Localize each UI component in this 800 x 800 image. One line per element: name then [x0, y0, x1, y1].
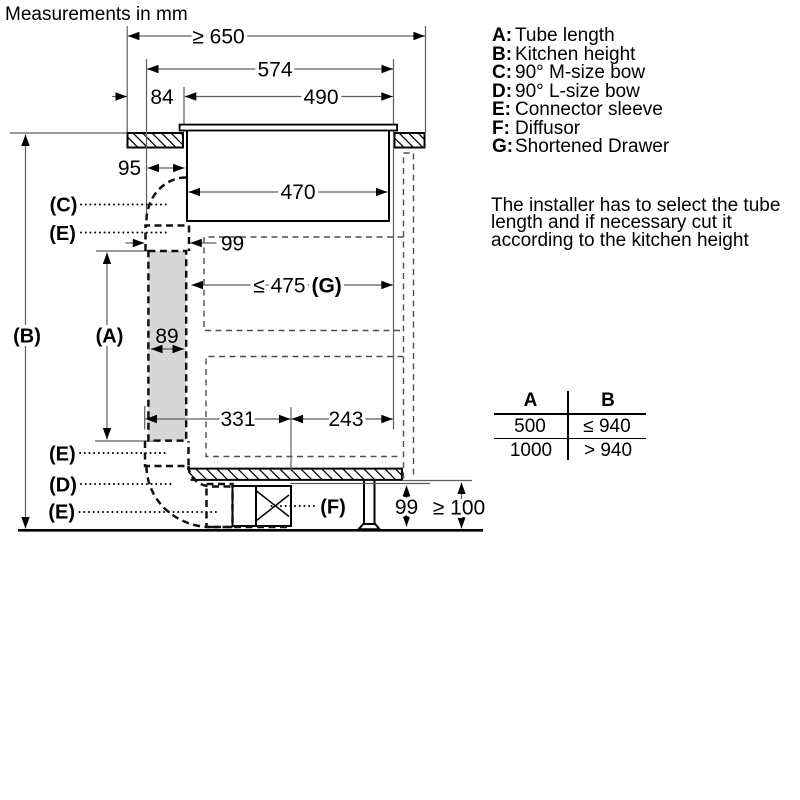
table-cell-b1: ≤ 940	[583, 416, 631, 438]
legend-label-g: Shortened Drawer	[515, 135, 670, 157]
dim-470: 470	[280, 181, 315, 204]
table-header-a: A	[523, 389, 538, 411]
cabinet-side-wall	[402, 152, 415, 479]
legend-key-a: A:	[492, 25, 513, 47]
m-size-bow	[145, 176, 187, 226]
dimension-lines	[24, 35, 463, 529]
legend-item-a: A:Tube length	[492, 25, 669, 47]
worktop-left-section	[126, 132, 184, 149]
label-f: (F)	[320, 497, 346, 519]
label-e1: (E)	[49, 223, 76, 245]
label-a: (A)	[96, 326, 124, 348]
legend: A:Tube length B:Kitchen height C:90° M-s…	[492, 25, 670, 157]
dimension-texts: ≥ 650 574 84 490 95 470 99 ≤ 475 (G) 89 …	[118, 22, 489, 523]
legend-label-f: Diffusor	[515, 117, 581, 139]
dim-100: ≥ 100	[433, 497, 485, 520]
connector-sleeve-top	[144, 224, 191, 251]
legend-item-e: E:Connector sleeve	[492, 99, 669, 121]
dimension-arrowheads	[21, 31, 466, 529]
hob-body	[186, 129, 390, 222]
worktop	[126, 132, 426, 149]
dim-99-bottom: 99	[395, 496, 418, 519]
component-labels: (C) (E) (B) (A) (E) (D) (E) (F)	[10, 194, 346, 524]
note-line-1: The installer has to select the tube	[491, 194, 781, 216]
shortened-drawer-zone	[203, 236, 404, 332]
table-divider	[567, 391, 569, 460]
table-header-b: B	[601, 389, 615, 411]
table-cell-a2: 1000	[509, 439, 553, 461]
dim-95: 95	[118, 157, 141, 180]
l-size-bow-outer	[145, 465, 212, 529]
legend-item-f: F:Diffusor	[492, 117, 669, 139]
dim-243: 243	[328, 408, 363, 431]
extension-lines	[10, 26, 472, 485]
legend-label-d: 90° L-size bow	[515, 80, 640, 102]
dim-99-top: 99	[221, 233, 244, 256]
note-line-3: according to the kitchen height	[491, 229, 749, 251]
cabinet-bottom-shelf	[187, 467, 403, 481]
legend-label-b: Kitchen height	[515, 43, 636, 65]
leader-lines	[78, 203, 318, 513]
label-b: (B)	[13, 326, 41, 348]
legend-key-e: E:	[492, 99, 511, 121]
cabinet-leg	[356, 480, 382, 531]
legend-item-b: B:Kitchen height	[492, 43, 669, 65]
duct-run	[143, 176, 291, 529]
dim-84: 84	[150, 86, 174, 109]
legend-item-d: D:90° L-size bow	[492, 80, 669, 102]
legend-label-c: 90° M-size bow	[515, 62, 646, 84]
worktop-right-section	[393, 132, 426, 149]
table-rule-2	[494, 437, 646, 439]
leg-foot	[356, 523, 382, 531]
dim-574: 574	[257, 59, 292, 82]
label-e3: (E)	[48, 502, 75, 524]
legend-label-e: Connector sleeve	[515, 99, 663, 121]
cabinet-dashed-zones	[203, 152, 415, 479]
lower-drawer-zone	[205, 355, 404, 458]
dim-650: ≥ 650	[192, 26, 244, 49]
table-cell-a1: 500	[514, 416, 546, 438]
connector-sleeve-middle	[143, 441, 190, 468]
tube	[147, 249, 188, 442]
installer-note: The installer has to select the tube len…	[491, 194, 781, 251]
page-title: Measurements in mm	[5, 4, 188, 25]
dim-490: 490	[303, 86, 338, 109]
legend-item-c: C:90° M-size bow	[492, 62, 669, 84]
diffusor	[231, 485, 292, 527]
legend-key-d: D:	[492, 80, 513, 102]
dim-89: 89	[155, 325, 178, 348]
label-d: (D)	[49, 474, 77, 496]
dim-475: ≤ 475 (G)	[253, 275, 342, 298]
dim-475-value: ≤ 475	[253, 275, 311, 298]
hob-glass-top	[178, 123, 399, 132]
table-rule-1	[494, 413, 646, 415]
label-e2: (E)	[49, 444, 76, 466]
note-line-2: length and if necessary cut it	[491, 212, 732, 234]
connector-sleeve-bottom	[205, 482, 234, 529]
legend-key-c: C:	[492, 62, 513, 84]
table-cell-b2: > 940	[583, 439, 633, 461]
legend-label-a: Tube length	[515, 25, 615, 47]
legend-key-b: B:	[492, 43, 513, 65]
label-c: (C)	[50, 194, 78, 216]
dim-475-suffix: (G)	[311, 275, 341, 298]
legend-key-g: G:	[492, 135, 514, 157]
legend-key-f: F:	[492, 117, 510, 139]
legend-item-g: G:Shortened Drawer	[492, 135, 670, 157]
l-size-bow-inner	[187, 465, 213, 488]
dim-331: 331	[220, 408, 255, 431]
